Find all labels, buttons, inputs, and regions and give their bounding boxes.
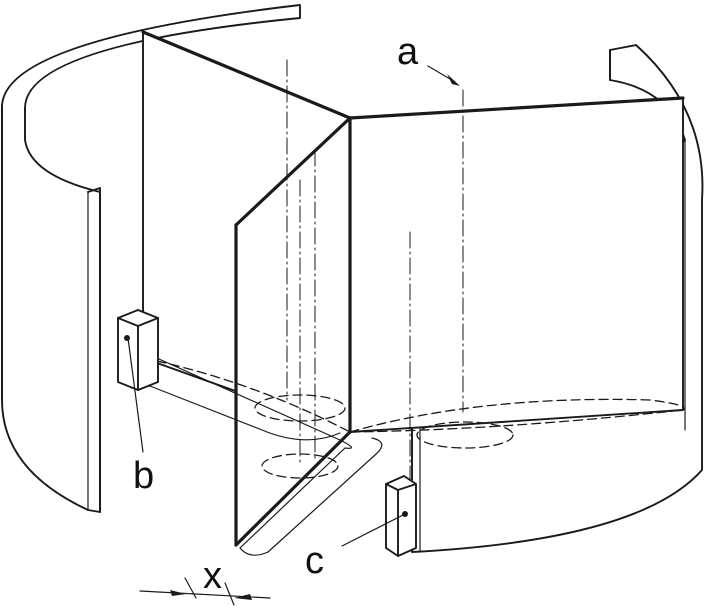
label-a: a (397, 31, 419, 73)
dimension-x (139, 577, 271, 606)
leader-lines (127, 65, 460, 547)
sensor-b-dot (124, 335, 130, 341)
door-wing-rear-right (348, 96, 685, 433)
label-b: b (133, 455, 154, 497)
sensor-b (117, 309, 159, 391)
label-x: x (203, 555, 222, 597)
axis-lines (286, 59, 464, 481)
label-c: c (305, 540, 324, 582)
left-curved-wall (1, 4, 301, 513)
